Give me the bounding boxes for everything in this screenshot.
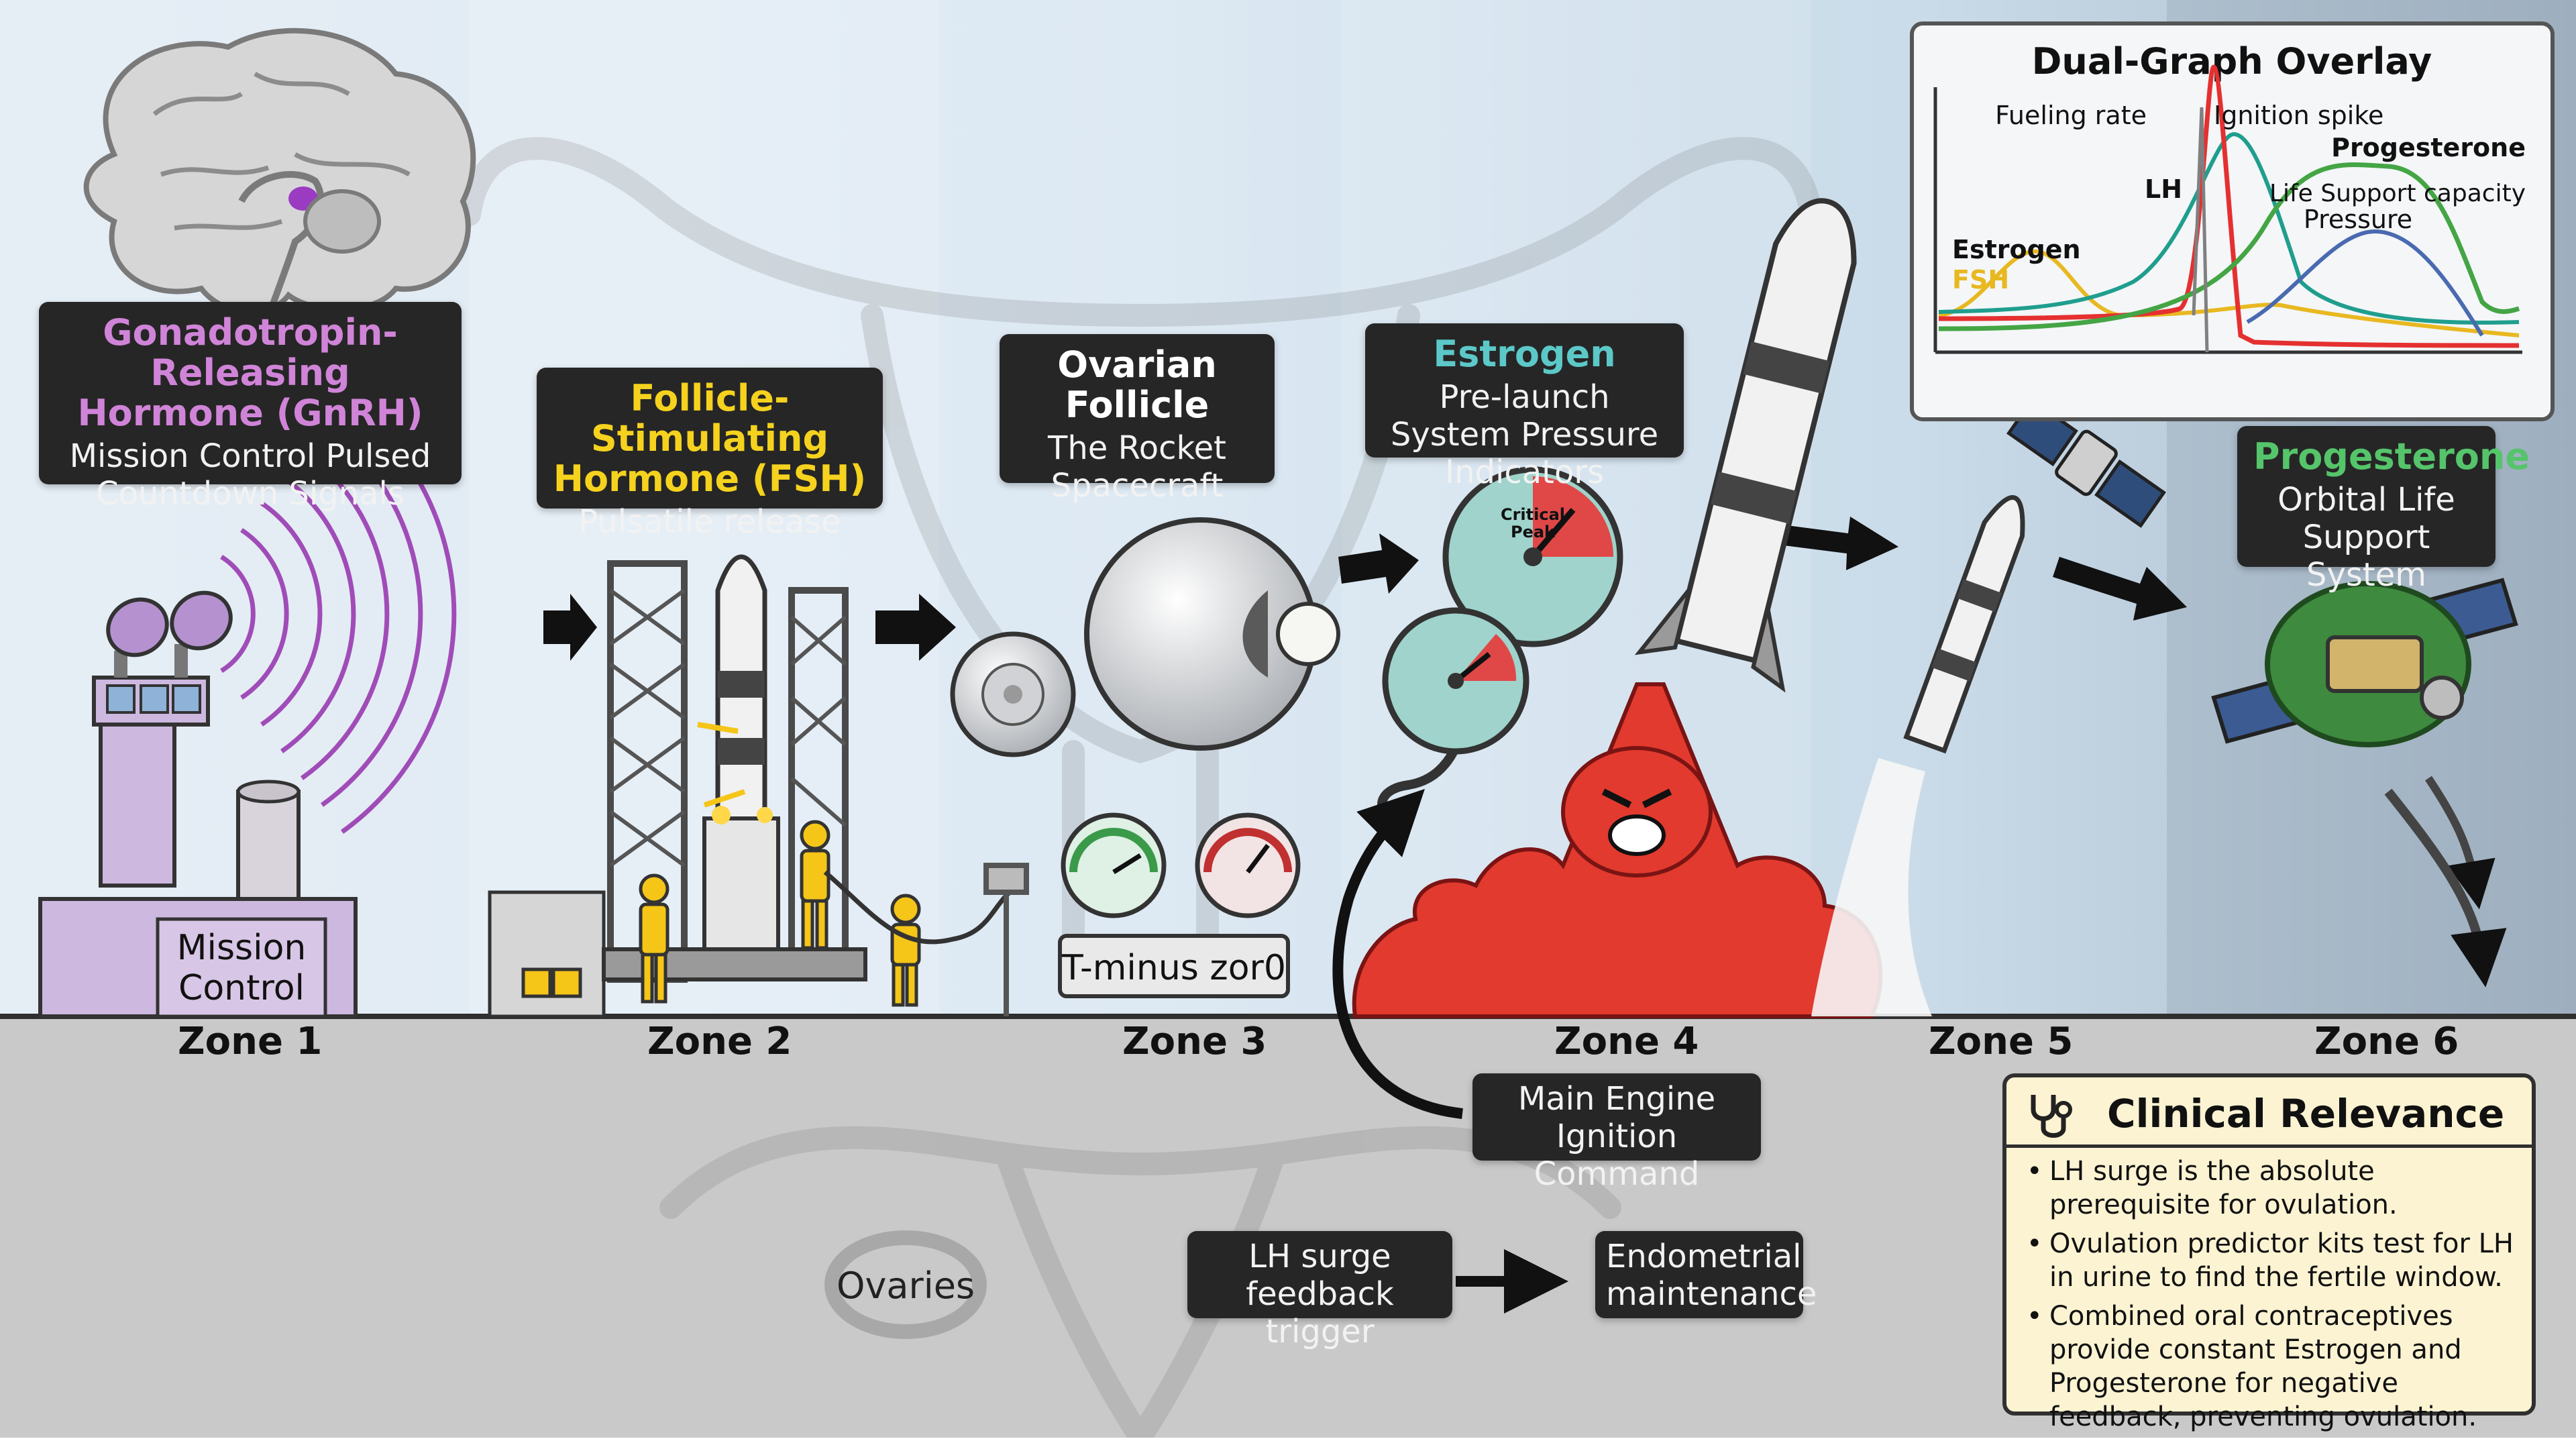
zone-5-label: Zone 5 xyxy=(1929,1020,2074,1063)
endometrial-label: Endometrial maintenance xyxy=(1595,1231,1817,1318)
clinical-bullet: Ovulation predictor kits test for LH in … xyxy=(2027,1227,2525,1294)
estrogen-subtitle: Pre-launch System Pressure Indicators xyxy=(1390,378,1659,491)
gnrh-title: Gonadotropin-Releasing Hormone (GnRH) xyxy=(77,311,423,434)
svg-text:Fueling rate: Fueling rate xyxy=(1995,101,2147,130)
ignition-curve xyxy=(2192,107,2209,353)
estrogen-label: Estrogen Pre-launch System Pressure Indi… xyxy=(1365,323,1684,491)
mission-control-sign: Mission xyxy=(177,928,307,968)
uterus-silhouette-icon xyxy=(824,1230,987,1339)
dual-graph-overlay: Dual-Graph Overlay Fueling rate Ignition… xyxy=(1910,21,2555,421)
clinical-bullet: LH surge is the absolute prerequisite fo… xyxy=(2027,1155,2525,1222)
pressure-gauge-icon: T-minus zor0 xyxy=(983,812,1301,1016)
svg-text:FSH: FSH xyxy=(1952,265,2009,295)
svg-text:LH: LH xyxy=(2145,174,2182,204)
fsh-title: Follicle-Stimulating Hormone (FSH) xyxy=(553,377,867,500)
pressure-curve xyxy=(2246,229,2484,337)
rocket-icon xyxy=(1903,495,2025,754)
zone-1-label: Zone 1 xyxy=(178,1020,323,1063)
t-minus-display: T-minus zor0 xyxy=(1061,948,1286,988)
estrogen-title: Estrogen xyxy=(1433,333,1616,375)
clinical-relevance-box: Clinical Relevance LH surge is the absol… xyxy=(2002,1073,2536,1432)
main-engine-text: Main Engine Ignition Command xyxy=(1517,1080,1716,1193)
clinical-title: Clinical Relevance xyxy=(2107,1091,2505,1136)
fsh-subtitle: Pulsatile release xyxy=(578,503,841,541)
endometrial-text: Endometrial maintenance xyxy=(1606,1238,1817,1313)
lh-surge-text: LH surge feedback trigger xyxy=(1246,1238,1394,1350)
brain-icon xyxy=(83,28,476,337)
follicle-subtitle: The Rocket Spacecraft xyxy=(1048,429,1226,504)
clinical-bullet: Combined oral contraceptives provide con… xyxy=(2027,1299,2525,1434)
ovaries-label: Ovaries xyxy=(837,1265,975,1307)
stethoscope-icon xyxy=(2031,1095,2072,1138)
lh-surge-label: LH surge feedback trigger xyxy=(1187,1231,1452,1350)
progesterone-title: Progesterone xyxy=(2253,435,2530,478)
zone-2-label: Zone 2 xyxy=(647,1020,792,1063)
rocket-icon xyxy=(1634,198,1857,693)
estrogen-curve xyxy=(1938,131,2520,325)
follicle-icon xyxy=(950,517,1340,757)
lh-curve xyxy=(1938,64,2520,348)
gnrh-subtitle: Mission Control Pulsed Countdown Signals xyxy=(69,437,431,513)
zone-6-label: Zone 6 xyxy=(2314,1020,2459,1063)
svg-text:Life Support capacity: Life Support capacity xyxy=(2269,180,2526,207)
gnrh-label: Gonadotropin-Releasing Hormone (GnRH) Mi… xyxy=(39,302,462,513)
uterus-silhouette-icon xyxy=(458,137,1823,1438)
svg-text:Progesterone: Progesterone xyxy=(2331,133,2526,162)
clinical-bullet-list: LH surge is the absolute prerequisite fo… xyxy=(2019,1155,2532,1439)
progesterone-label: Progesterone Orbital Life Support System xyxy=(2237,426,2530,594)
svg-text:Pressure: Pressure xyxy=(2304,205,2412,234)
graph-title: Dual-Graph Overlay xyxy=(2032,40,2432,83)
fsh-label: Follicle-Stimulating Hormone (FSH) Pulsa… xyxy=(537,368,883,541)
radio-tower-icon: Mission Control xyxy=(38,394,457,1018)
progesterone-curve xyxy=(1938,162,2520,331)
svg-text:Estrogen: Estrogen xyxy=(1952,235,2081,264)
progesterone-subtitle: Orbital Life Support System xyxy=(2277,481,2455,594)
worker-icon xyxy=(521,820,921,1007)
zone-4-label: Zone 4 xyxy=(1554,1020,1699,1063)
follicle-label: Ovarian Follicle The Rocket Spacecraft xyxy=(1000,334,1275,504)
svg-text:Control: Control xyxy=(178,968,305,1008)
svg-text:Ignition spike: Ignition spike xyxy=(2214,101,2383,130)
clinical-divider xyxy=(2006,1144,2532,1148)
follicle-title: Ovarian Follicle xyxy=(1057,343,1217,426)
space-station-icon xyxy=(2211,578,2518,747)
main-engine-label: Main Engine Ignition Command xyxy=(1472,1073,1761,1193)
zone-3-label: Zone 3 xyxy=(1122,1020,1267,1063)
